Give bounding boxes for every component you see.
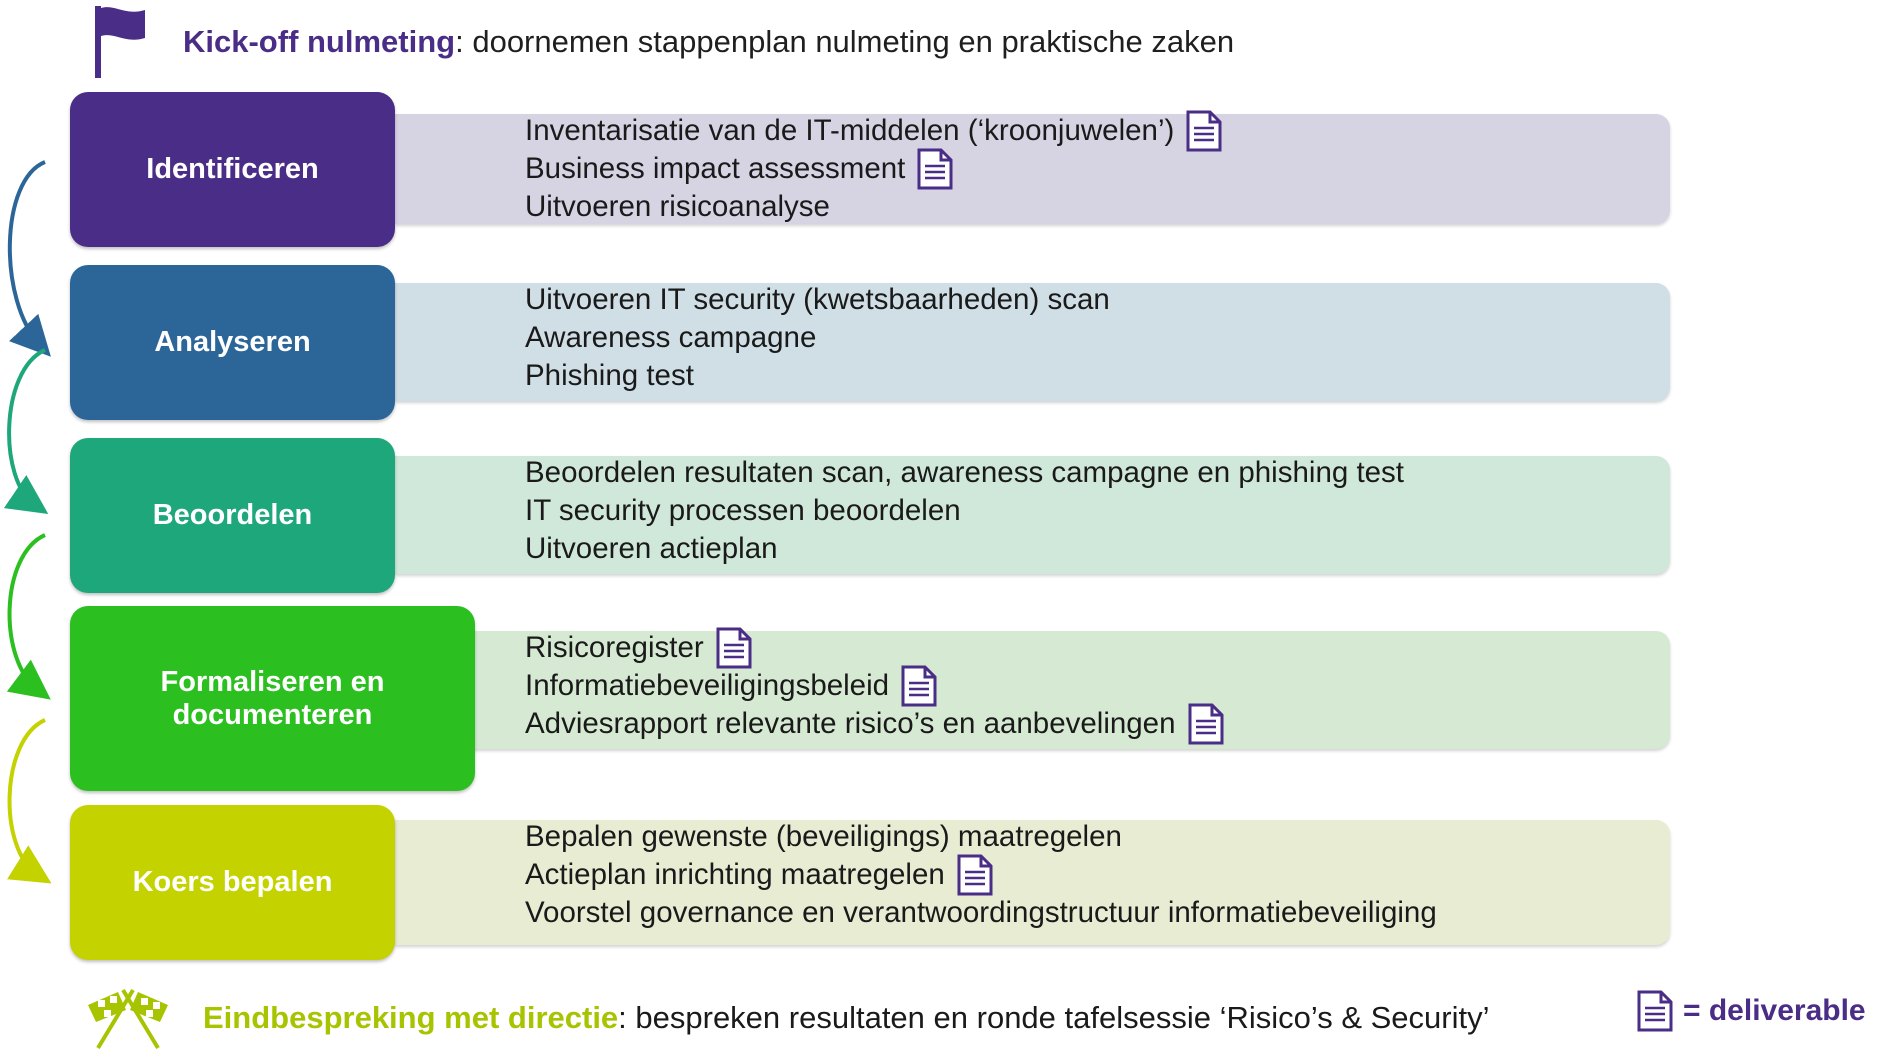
kickoff-header: Kick-off nulmeting: doornemen stappenpla… [95,4,1495,78]
activity-item: Uitvoeren risicoanalyse [525,188,1222,226]
activity-text: Inventarisatie van de IT-middelen (‘kroo… [525,114,1175,147]
phase-row: Koers bepalen Bepalen gewenste (beveiligi… [70,805,1670,960]
phase-row: Identificeren Inventarisatie van de IT-mi… [70,92,1670,247]
activity-text: Informatiebeveiligingsbeleid [525,669,890,702]
eindbespreking-text: Eindbespreking met directie: bespreken r… [203,1000,1490,1036]
eindbespreking-title: Eindbespreking met directie [203,1000,619,1035]
activity-text: Uitvoeren risicoanalyse [525,190,830,223]
deliverable-document-icon [901,665,937,707]
checkered-flags-icon [88,988,168,1050]
deliverable-document-icon [1188,703,1223,745]
arrow-identificeren-analyseren [7,160,51,357]
activity-item: Actieplan inrichting maatregelen [525,854,1437,896]
activity-item: Adviesrapport relevante risico’s en aanb… [525,703,1224,745]
deliverable-document-icon [957,854,993,896]
activity-text: Phishing test [525,359,694,392]
activity-item: Beoordelen resultaten scan, awareness ca… [525,454,1404,492]
phase-activities-panel: Bepalen gewenste (beveiligings) maatrege… [395,820,1670,945]
kickoff-description: : doornemen stappenplan nulmeting en pra… [455,24,1235,59]
phase-title-box: Analyseren [70,265,395,420]
activity-list: Beoordelen resultaten scan, awareness ca… [525,454,1404,568]
deliverable-document-icon [917,148,953,190]
deliverable-document-icon [716,627,752,669]
phase-title-box: Identificeren [70,92,395,247]
activity-item: Inventarisatie van de IT-middelen (‘kroo… [525,110,1222,152]
activity-item: IT security processen beoordelen [525,492,1404,530]
activity-list: Inventarisatie van de IT-middelen (‘kroo… [525,110,1222,226]
deliverable-document-icon [1186,110,1222,152]
activity-text: Awareness campagne [525,321,817,354]
activity-item: Risicoregister [525,627,1224,669]
activity-text: Voorstel governance en verantwoordingstr… [525,896,1437,929]
legend-label: = deliverable [1683,994,1866,1027]
flag-icon [95,6,145,78]
activity-text: Actieplan inrichting maatregelen [525,858,945,891]
activity-text: Risicoregister [525,631,704,664]
activity-item: Awareness campagne [525,319,1110,357]
activity-text: Uitvoeren actieplan [525,532,778,565]
activity-item: Uitvoeren actieplan [525,530,1404,568]
activity-item: Voorstel governance en verantwoordingstr… [525,894,1437,932]
activity-text: Bepalen gewenste (beveiligings) maatrege… [525,820,1122,853]
activity-text: Uitvoeren IT security (kwetsbaarheden) s… [525,283,1110,316]
activity-text: Adviesrapport relevante risico’s en aanb… [525,707,1176,740]
eindbespreking-footer: Eindbespreking met directie: bespreken r… [78,980,1878,1050]
phase-title-box: Koers bepalen [70,805,395,960]
activity-text: Business impact assessment [525,152,906,185]
activity-item: Phishing test [525,357,1110,395]
arrow-analyseren-beoordelen [3,348,49,514]
activity-item: Informatiebeveiligingsbeleid [525,665,1224,707]
phase-row: Analyseren Uitvoeren IT security (kwetsba… [70,265,1670,420]
phase-arrows [3,160,52,884]
activity-item: Uitvoeren IT security (kwetsbaarheden) s… [525,281,1110,319]
document-icon [1637,990,1673,1032]
phase-row: Beoordelen Beoordelen resultaten scan, aw… [70,438,1670,593]
activity-text: Beoordelen resultaten scan, awareness ca… [525,456,1405,489]
arrow-formaliseren-koers [7,718,52,884]
phase-title-box: Beoordelen [70,438,395,593]
activity-text: IT security processen beoordelen [525,494,961,527]
activity-item: Bepalen gewenste (beveiligings) maatrege… [525,818,1437,856]
eindbespreking-description: : bespreken resultaten en ronde tafelses… [618,1000,1490,1035]
phase-title-box: Formaliseren en documenteren [70,606,475,791]
phase-activities-panel: Inventarisatie van de IT-middelen (‘kroo… [395,110,1670,226]
deliverable-legend: = deliverable [1625,990,1866,1032]
activity-list: Uitvoeren IT security (kwetsbaarheden) s… [525,281,1110,395]
activity-list: Bepalen gewenste (beveiligings) maatrege… [525,818,1437,932]
phase-row: Formaliseren en documenteren Risicoregist… [70,606,1670,791]
phase-activities-panel: Uitvoeren IT security (kwetsbaarheden) s… [395,283,1670,401]
activity-item: Business impact assessment [525,148,1222,190]
phase-activities-panel: Beoordelen resultaten scan, awareness ca… [395,456,1670,574]
kickoff-text: Kick-off nulmeting: doornemen stappenpla… [183,24,1234,60]
kickoff-title: Kick-off nulmeting [183,24,456,59]
arrow-beoordelen-formaliseren [6,533,51,700]
